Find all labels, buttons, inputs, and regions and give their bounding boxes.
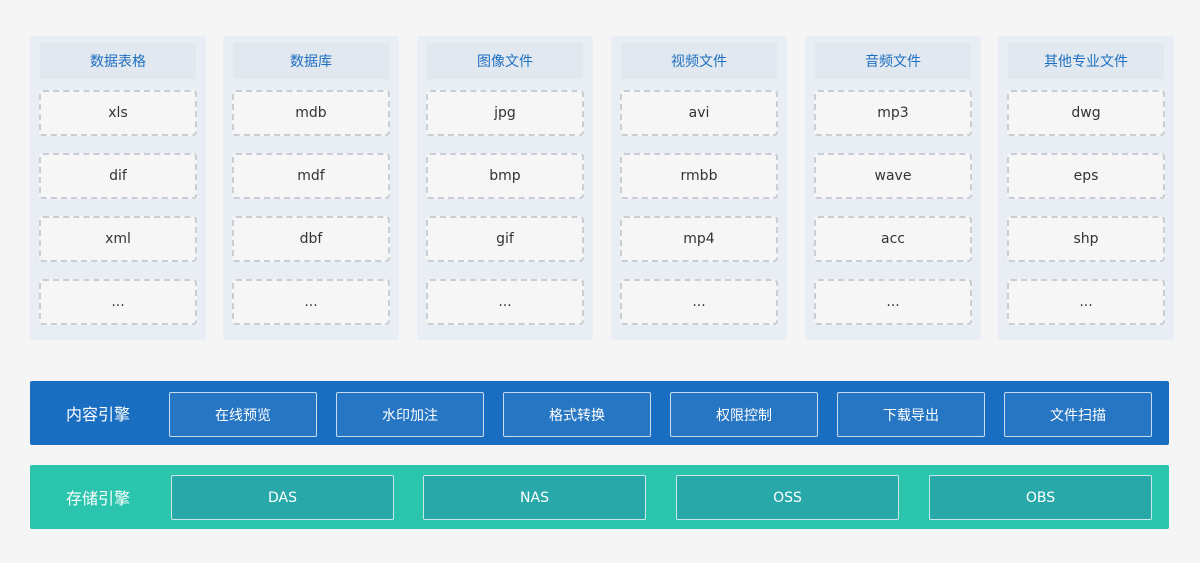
format-cell: mp4: [620, 216, 778, 262]
content-engine-band: 内容引擎 在线预览 水印加注 格式转换 权限控制 下载导出 文件扫描: [30, 381, 1169, 445]
content-feature-box: 下载导出: [837, 392, 985, 437]
format-cell: acc: [814, 216, 972, 262]
column-video: 视频文件 avi rmbb mp4 ...: [611, 36, 787, 340]
format-cell: ...: [814, 279, 972, 325]
column-title: 视频文件: [621, 43, 777, 79]
format-cell: mdf: [232, 153, 390, 199]
column-title: 数据库: [233, 43, 389, 79]
content-feature-box: 水印加注: [336, 392, 484, 437]
column-image: 图像文件 jpg bmp gif ...: [417, 36, 593, 340]
storage-engine-band: 存储引擎 DAS NAS OSS OBS: [30, 465, 1169, 529]
column-title: 其他专业文件: [1008, 43, 1164, 79]
content-feature-box: 文件扫描: [1004, 392, 1152, 437]
format-cell: mp3: [814, 90, 972, 136]
format-cell: jpg: [426, 90, 584, 136]
format-cell: ...: [426, 279, 584, 325]
storage-type-box: DAS: [171, 475, 394, 520]
format-cell: mdb: [232, 90, 390, 136]
column-title: 音频文件: [815, 43, 971, 79]
format-cell: ...: [620, 279, 778, 325]
format-cell: wave: [814, 153, 972, 199]
format-cell: dif: [39, 153, 197, 199]
column-professional: 其他专业文件 dwg eps shp ...: [998, 36, 1174, 340]
storage-type-box: OBS: [929, 475, 1152, 520]
content-feature-box: 格式转换: [503, 392, 651, 437]
format-cell: shp: [1007, 216, 1165, 262]
format-cell: gif: [426, 216, 584, 262]
file-type-columns: 数据表格 xls dif xml ... 数据库 mdb mdf dbf ...…: [30, 36, 1174, 340]
format-cell: xml: [39, 216, 197, 262]
column-title: 数据表格: [40, 43, 196, 79]
column-database: 数据库 mdb mdf dbf ...: [223, 36, 399, 340]
format-cell: rmbb: [620, 153, 778, 199]
format-cell: ...: [232, 279, 390, 325]
content-feature-box: 权限控制: [670, 392, 818, 437]
storage-type-box: NAS: [423, 475, 646, 520]
format-cell: eps: [1007, 153, 1165, 199]
format-cell: bmp: [426, 153, 584, 199]
column-title: 图像文件: [427, 43, 583, 79]
content-engine-title: 内容引擎: [66, 405, 131, 424]
format-cell: ...: [1007, 279, 1165, 325]
format-cell: xls: [39, 90, 197, 136]
format-cell: avi: [620, 90, 778, 136]
storage-type-box: OSS: [676, 475, 899, 520]
format-cell: ...: [39, 279, 197, 325]
storage-engine-title: 存储引擎: [66, 489, 131, 508]
column-spreadsheet: 数据表格 xls dif xml ...: [30, 36, 206, 340]
column-audio: 音频文件 mp3 wave acc ...: [805, 36, 981, 340]
format-cell: dwg: [1007, 90, 1165, 136]
content-feature-box: 在线预览: [169, 392, 317, 437]
format-cell: dbf: [232, 216, 390, 262]
